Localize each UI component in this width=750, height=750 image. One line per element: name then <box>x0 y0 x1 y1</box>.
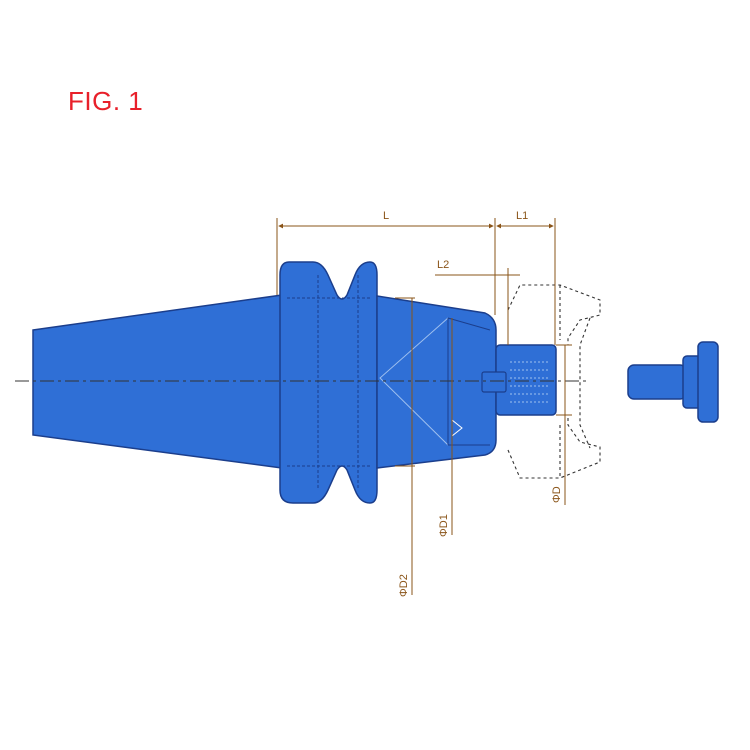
drive-key <box>481 371 507 393</box>
inner-cone <box>379 317 449 446</box>
thread-hatch <box>510 361 550 403</box>
dim-label-D1: ΦD1 <box>438 514 450 537</box>
dim-label-L: L <box>383 210 389 222</box>
dim-label-L2: L2 <box>437 259 449 271</box>
angle-mark <box>451 419 463 437</box>
front-body <box>376 295 497 469</box>
dim-label-L1: L1 <box>516 210 528 222</box>
flange <box>279 261 378 504</box>
clamp-bolt <box>627 341 719 423</box>
figure-title: FIG. 1 <box>68 86 144 116</box>
cutter-outline <box>507 284 601 479</box>
dimension-lines <box>276 218 572 595</box>
dim-label-D2: ΦD2 <box>398 574 410 597</box>
bore-line <box>447 317 491 331</box>
dim-label-D: ΦD <box>551 486 563 503</box>
